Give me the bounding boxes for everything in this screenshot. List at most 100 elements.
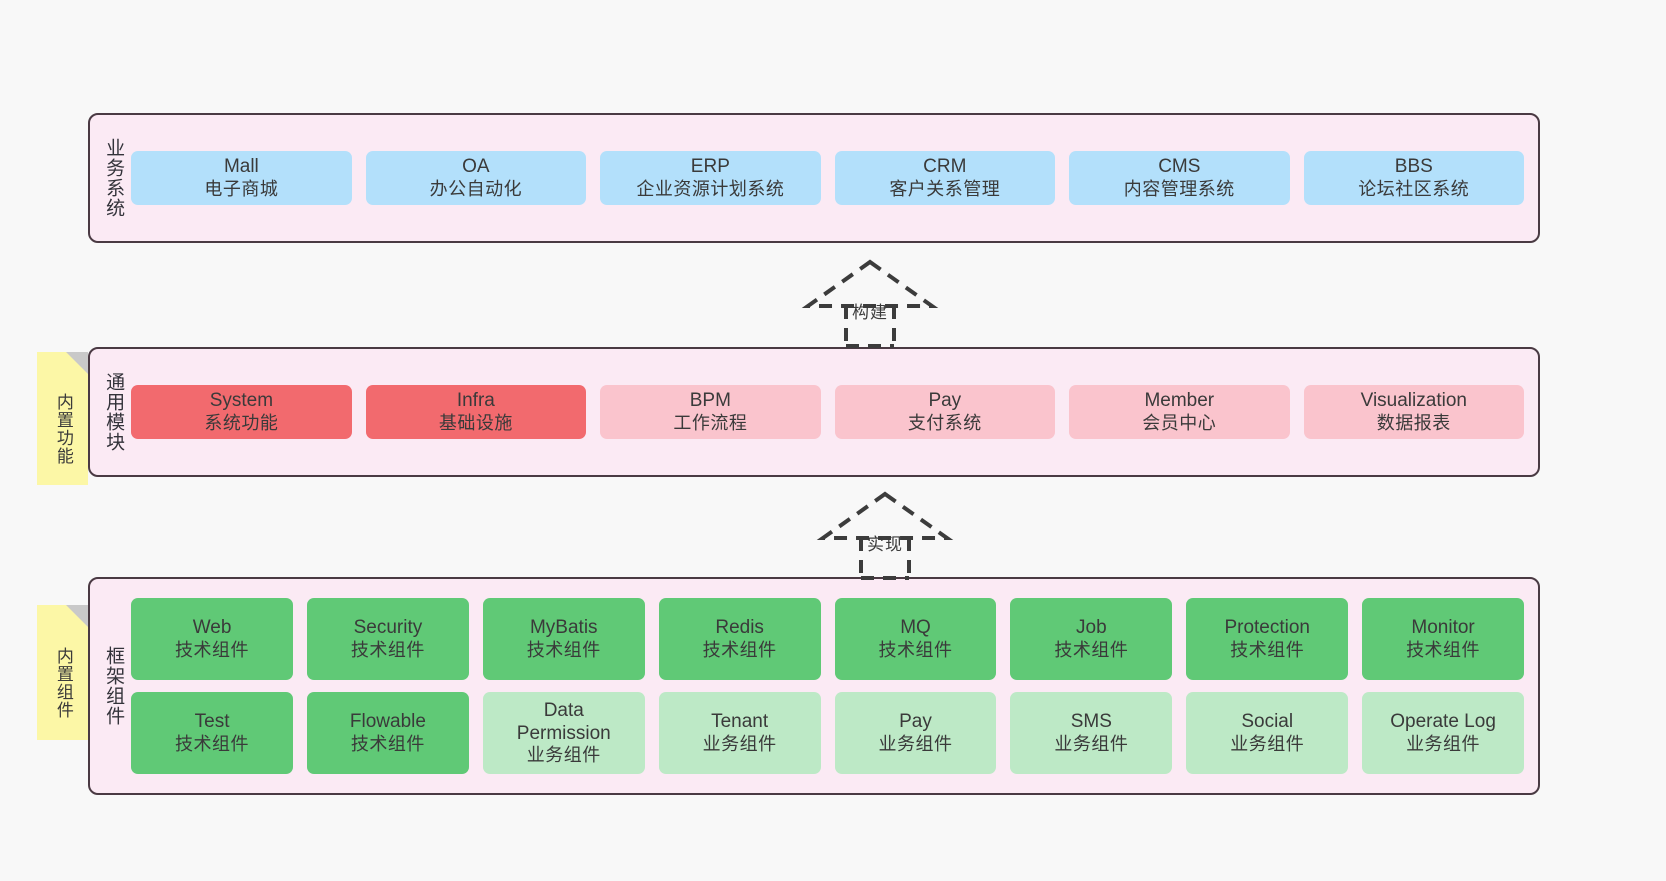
node-subtitle: 数据报表	[1376, 412, 1451, 433]
node-subtitle: 内容管理系统	[1123, 178, 1235, 199]
node-operate-log[interactable]: Operate Log 业务组件	[1362, 692, 1524, 774]
node-visualization[interactable]: Visualization 数据报表	[1303, 385, 1525, 439]
node-job[interactable]: Job 技术组件	[1010, 598, 1173, 680]
layer-framework-components[interactable]: 框架组件 Web 技术组件 Security 技术组件 MyBatis 技术组件…	[88, 577, 1540, 795]
node-subtitle: 业务组件	[1406, 733, 1481, 754]
node-subtitle: 业务组件	[526, 745, 601, 766]
node-subtitle: 论坛社区系统	[1358, 178, 1470, 199]
node-pay-module[interactable]: Pay 支付系统	[834, 385, 1056, 439]
node-title: Security	[353, 617, 423, 639]
node-subtitle: 业务组件	[702, 733, 777, 754]
node-row: Web 技术组件 Security 技术组件 MyBatis 技术组件 Redi…	[131, 598, 1524, 680]
layer-caption-business-systems: 业务系统	[103, 138, 125, 218]
node-title: Operate Log	[1390, 711, 1496, 733]
node-subtitle: 技术组件	[702, 639, 777, 660]
node-subtitle: 技术组件	[175, 733, 250, 754]
node-data-permission[interactable]: Data Permission 业务组件	[482, 692, 645, 774]
node-title: Job	[1076, 617, 1107, 639]
node-subtitle: 业务组件	[878, 733, 953, 754]
node-bbs[interactable]: BBS 论坛社区系统	[1303, 151, 1525, 205]
connector-label-build: 构建	[852, 303, 888, 322]
node-sms[interactable]: SMS 业务组件	[1010, 692, 1173, 774]
node-title: ERP	[690, 156, 730, 178]
node-title: Data Permission	[516, 699, 611, 745]
node-mq[interactable]: MQ 技术组件	[834, 598, 997, 680]
node-subtitle: 技术组件	[350, 639, 425, 660]
node-subtitle: 电子商城	[204, 178, 279, 199]
node-subtitle: 技术组件	[350, 733, 425, 754]
node-title: MyBatis	[529, 617, 598, 639]
node-subtitle: 支付系统	[907, 412, 982, 433]
sticky-note-builtin-components: 内置组件	[37, 605, 88, 740]
layer-body-business-systems: Mall 电子商城 OA 办公自动化 ERP 企业资源计划系统 CRM 客户关系…	[131, 151, 1538, 205]
node-subtitle: 企业资源计划系统	[636, 178, 785, 199]
node-erp[interactable]: ERP 企业资源计划系统	[600, 151, 821, 205]
node-title: Flowable	[349, 711, 426, 733]
node-social[interactable]: Social 业务组件	[1186, 692, 1349, 774]
node-title: Infra	[456, 390, 495, 412]
node-title: Pay	[899, 711, 932, 733]
node-title: Test	[194, 711, 230, 733]
layer-body-common-modules: System 系统功能 Infra 基础设施 BPM 工作流程 Pay 支付系统…	[131, 385, 1538, 439]
node-title: Redis	[715, 617, 764, 639]
node-subtitle: 业务组件	[1230, 733, 1305, 754]
fold-corner-icon	[66, 605, 88, 627]
node-subtitle: 技术组件	[1054, 639, 1129, 660]
layer-common-modules[interactable]: 通用模块 System 系统功能 Infra 基础设施 BPM 工作流程 Pay…	[88, 347, 1540, 477]
node-row: System 系统功能 Infra 基础设施 BPM 工作流程 Pay 支付系统…	[131, 385, 1525, 439]
node-oa[interactable]: OA 办公自动化	[365, 151, 587, 205]
node-subtitle: 技术组件	[526, 639, 601, 660]
node-subtitle: 业务组件	[1054, 733, 1129, 754]
sticky-note-builtin-features: 内置功能	[37, 352, 88, 485]
node-subtitle: 技术组件	[878, 639, 953, 660]
node-test[interactable]: Test 技术组件	[131, 692, 293, 774]
layer-caption-framework-components: 框架组件	[103, 646, 125, 726]
node-title: Visualization	[1360, 390, 1467, 412]
node-row: Test 技术组件 Flowable 技术组件 Data Permission …	[131, 692, 1524, 774]
connector-implement: 实现	[815, 490, 955, 580]
node-title: CMS	[1158, 156, 1201, 178]
node-tenant[interactable]: Tenant 业务组件	[658, 692, 821, 774]
node-protection[interactable]: Protection 技术组件	[1186, 598, 1349, 680]
sticky-note-label: 内置组件	[53, 646, 73, 719]
node-infra[interactable]: Infra 基础设施	[365, 385, 587, 439]
node-subtitle: 技术组件	[1230, 639, 1305, 660]
node-subtitle: 工作流程	[673, 412, 748, 433]
node-title: Social	[1241, 711, 1294, 733]
node-title: Protection	[1224, 617, 1310, 639]
node-cms[interactable]: CMS 内容管理系统	[1069, 151, 1290, 205]
node-system[interactable]: System 系统功能	[131, 385, 352, 439]
node-title: BPM	[689, 390, 731, 412]
node-security[interactable]: Security 技术组件	[306, 598, 469, 680]
node-title: Mall	[223, 156, 259, 178]
node-flowable[interactable]: Flowable 技术组件	[306, 692, 469, 774]
node-title: BBS	[1394, 156, 1433, 178]
node-title: Web	[192, 617, 232, 639]
node-subtitle: 会员中心	[1142, 412, 1217, 433]
layer-business-systems[interactable]: 业务系统 Mall 电子商城 OA 办公自动化 ERP 企业资源计划系统 CRM…	[88, 113, 1540, 243]
layer-caption-common-modules: 通用模块	[103, 372, 125, 452]
node-bpm[interactable]: BPM 工作流程	[600, 385, 821, 439]
node-web[interactable]: Web 技术组件	[131, 598, 293, 680]
node-subtitle: 技术组件	[1406, 639, 1481, 660]
sticky-note-label: 内置功能	[53, 392, 73, 465]
node-subtitle: 客户关系管理	[889, 178, 1001, 199]
node-pay-component[interactable]: Pay 业务组件	[834, 692, 997, 774]
node-subtitle: 技术组件	[175, 639, 250, 660]
node-crm[interactable]: CRM 客户关系管理	[834, 151, 1056, 205]
node-mybatis[interactable]: MyBatis 技术组件	[482, 598, 645, 680]
node-title: System	[209, 390, 274, 412]
node-mall[interactable]: Mall 电子商城	[131, 151, 352, 205]
node-member[interactable]: Member 会员中心	[1069, 385, 1290, 439]
node-title: Member	[1144, 390, 1215, 412]
node-subtitle: 办公自动化	[429, 178, 523, 199]
connector-build: 构建	[800, 258, 940, 348]
node-redis[interactable]: Redis 技术组件	[658, 598, 821, 680]
layer-body-framework-components: Web 技术组件 Security 技术组件 MyBatis 技术组件 Redi…	[131, 598, 1538, 774]
node-title: Tenant	[711, 711, 769, 733]
node-monitor[interactable]: Monitor 技术组件	[1362, 598, 1524, 680]
node-title: Monitor	[1411, 617, 1475, 639]
node-title: Pay	[928, 390, 962, 412]
node-title: OA	[462, 156, 490, 178]
